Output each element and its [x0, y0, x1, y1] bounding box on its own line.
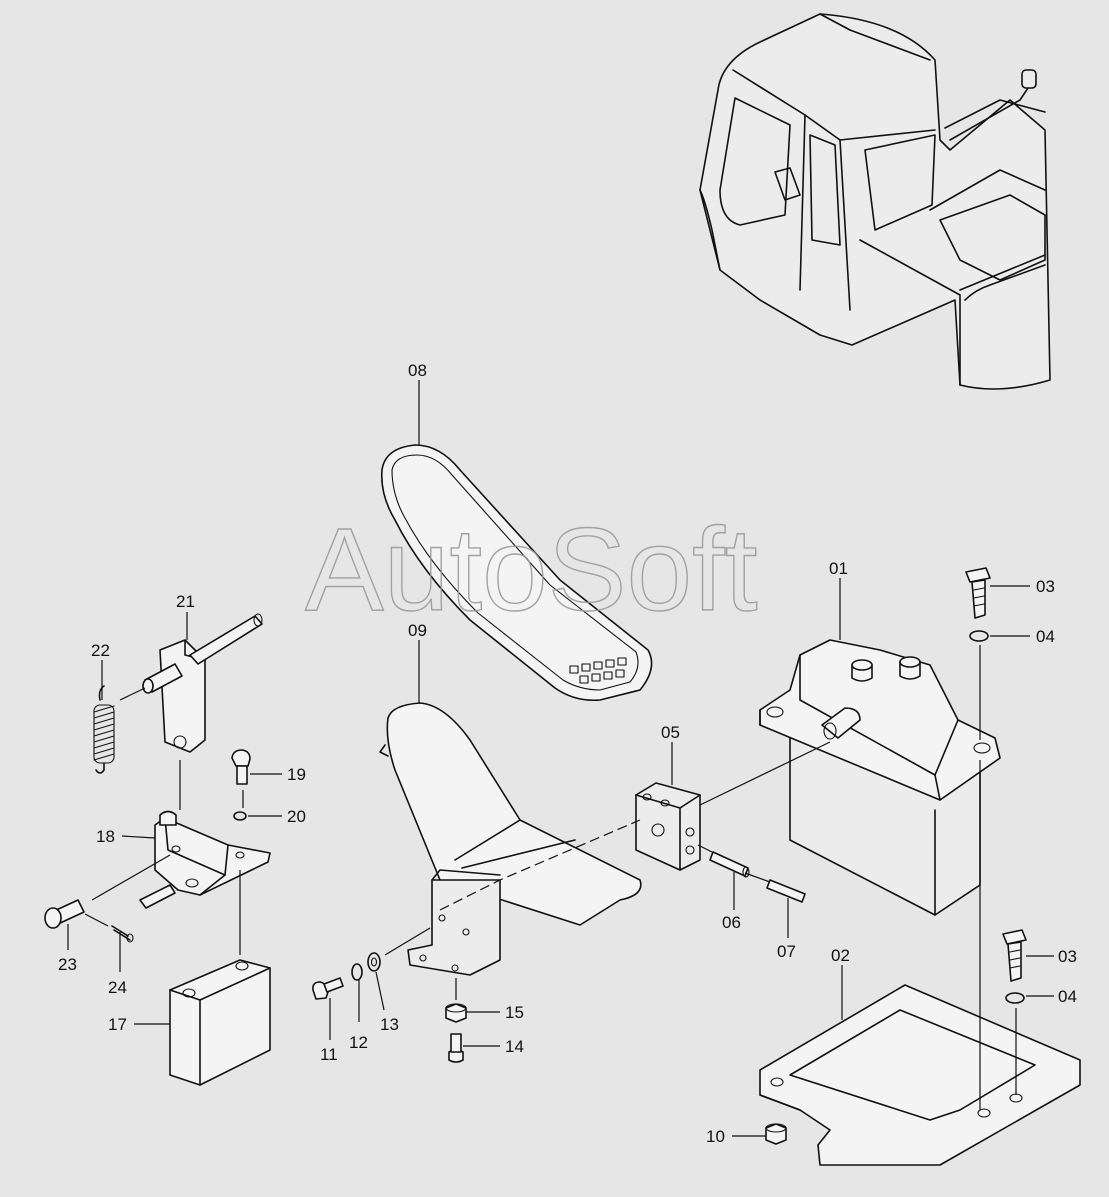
label-09: 09: [408, 621, 427, 640]
watermark-text: AutoSoft: [305, 504, 758, 636]
excavator-cab-overview: [699, 13, 1051, 390]
bolt-11: [312, 977, 344, 1000]
label-10: 10: [706, 1127, 725, 1146]
label-17: 17: [108, 1015, 127, 1034]
bolt-19: [231, 749, 251, 785]
part-labels: 08 09 01 03 04 05 06 07 02 03 04 10 11 1…: [58, 361, 1077, 1146]
label-19: 19: [287, 765, 306, 784]
label-03-lower: 03: [1058, 947, 1077, 966]
label-22: 22: [91, 641, 110, 660]
assembly-lines: [84, 645, 1017, 1110]
block-05: [635, 782, 701, 871]
cotter-pin-24: [111, 925, 134, 943]
lever-21: [142, 613, 263, 753]
bolt-03-lower: [1002, 929, 1027, 982]
nut-10: [765, 1123, 787, 1145]
bolt-03-upper: [965, 567, 991, 619]
label-18: 18: [96, 827, 115, 846]
pin-23: [44, 899, 85, 929]
label-13: 13: [380, 1015, 399, 1034]
label-20: 20: [287, 807, 306, 826]
label-01: 01: [829, 559, 848, 578]
label-03-upper: 03: [1036, 577, 1055, 596]
label-05: 05: [661, 723, 680, 742]
label-12: 12: [349, 1033, 368, 1052]
lock-washer-12: [351, 963, 363, 981]
control-box-01: [759, 639, 1001, 916]
label-14: 14: [505, 1037, 524, 1056]
label-21: 21: [176, 592, 195, 611]
pedal-bracket-09: [379, 702, 642, 976]
label-11: 11: [320, 1045, 338, 1064]
lock-washer-20: [233, 811, 247, 821]
label-06: 06: [722, 913, 741, 932]
label-08: 08: [408, 361, 427, 380]
bolt-14: [448, 1033, 464, 1063]
pedal-08: [380, 444, 653, 702]
label-04-lower: 04: [1058, 987, 1077, 1006]
washer-13: [367, 952, 381, 972]
block-17: [169, 959, 271, 1086]
lock-washer-04-upper: [969, 630, 989, 642]
spring-pin-06: [709, 851, 750, 878]
label-04-upper: 04: [1036, 627, 1055, 646]
label-23: 23: [58, 955, 77, 974]
lock-washer-04-lower: [1005, 992, 1025, 1004]
spring-22: [93, 685, 115, 774]
spring-pin-07: [766, 879, 806, 903]
mounting-plate-02: [759, 984, 1081, 1166]
label-02: 02: [831, 946, 850, 965]
label-15: 15: [505, 1003, 524, 1022]
bracket-18: [139, 810, 271, 909]
label-24: 24: [108, 978, 127, 997]
label-07: 07: [777, 942, 796, 961]
nut-15: [445, 1003, 467, 1023]
